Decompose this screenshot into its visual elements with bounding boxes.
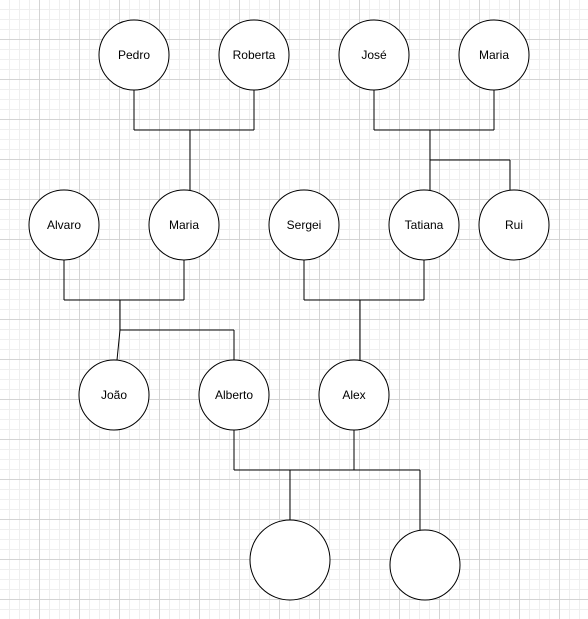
person-node-alberto: Alberto bbox=[198, 359, 270, 431]
person-label: Alberto bbox=[215, 388, 253, 402]
person-label: Rui bbox=[505, 218, 523, 232]
person-label: Alex bbox=[342, 388, 365, 402]
person-label: Pedro bbox=[118, 48, 150, 62]
person-node-pedro: Pedro bbox=[98, 19, 170, 91]
person-label: Tatiana bbox=[405, 218, 444, 232]
person-node-maria-top: Maria bbox=[458, 19, 530, 91]
person-node-tatiana: Tatiana bbox=[388, 189, 460, 261]
connector-alvaro-maria bbox=[63, 260, 235, 361]
person-node-maria-mid: Maria bbox=[148, 189, 220, 261]
person-label: Maria bbox=[479, 48, 509, 62]
person-node-sergei: Sergei bbox=[268, 189, 340, 261]
person-node-child-right bbox=[389, 529, 461, 601]
connector-alberto-alex bbox=[233, 430, 421, 530]
person-label: João bbox=[101, 388, 127, 402]
person-label: Sergei bbox=[287, 218, 322, 232]
person-label: Roberta bbox=[233, 48, 276, 62]
person-node-jose: José bbox=[338, 19, 410, 91]
person-node-roberta: Roberta bbox=[218, 19, 290, 91]
person-node-alex: Alex bbox=[318, 359, 390, 431]
person-node-rui: Rui bbox=[478, 189, 550, 261]
person-label: Maria bbox=[169, 218, 199, 232]
connector-jose-maria bbox=[373, 90, 511, 190]
connector-pedro-roberta bbox=[133, 90, 255, 190]
connector-sergei-tatiana bbox=[303, 260, 425, 360]
person-label: Alvaro bbox=[47, 218, 81, 232]
person-node-child-left bbox=[249, 519, 331, 601]
person-node-alvaro: Alvaro bbox=[28, 189, 100, 261]
person-label: José bbox=[361, 48, 387, 62]
person-node-joao: João bbox=[78, 359, 150, 431]
